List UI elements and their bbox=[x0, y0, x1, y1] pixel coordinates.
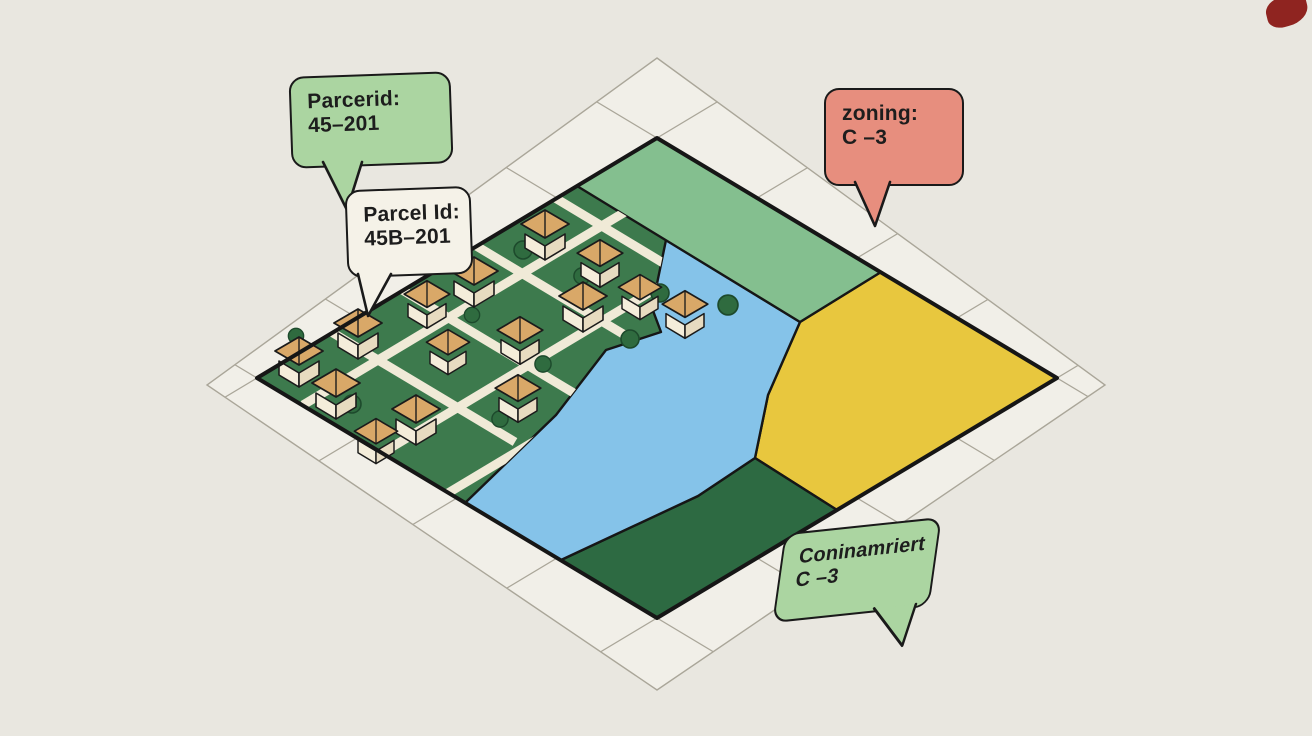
tree-icon bbox=[620, 329, 640, 349]
callout-zoning: zoning: C –3 bbox=[824, 88, 964, 186]
callout-line2: 45–201 bbox=[307, 111, 380, 138]
callout-line2: C –3 bbox=[842, 125, 888, 149]
callout-parcel-garbled: Parcerid: 45–201 bbox=[288, 71, 454, 169]
callout-tail bbox=[872, 602, 918, 648]
callout-tail bbox=[356, 272, 393, 318]
callout-zoning-garbled-wrap: Coninamriert C –3 bbox=[772, 516, 942, 648]
callout-line1: Parcel Id: bbox=[362, 200, 461, 227]
parcel-outline bbox=[255, 136, 1059, 620]
tree-icon bbox=[717, 294, 739, 316]
callout-line2: 45B–201 bbox=[363, 224, 452, 251]
tree-icon bbox=[534, 355, 552, 373]
tree-icon bbox=[463, 306, 481, 324]
callout-parcel: Parcel Id: 45B–201 bbox=[344, 185, 474, 279]
callout-tail bbox=[853, 180, 892, 228]
callout-line1: zoning: bbox=[842, 102, 919, 125]
